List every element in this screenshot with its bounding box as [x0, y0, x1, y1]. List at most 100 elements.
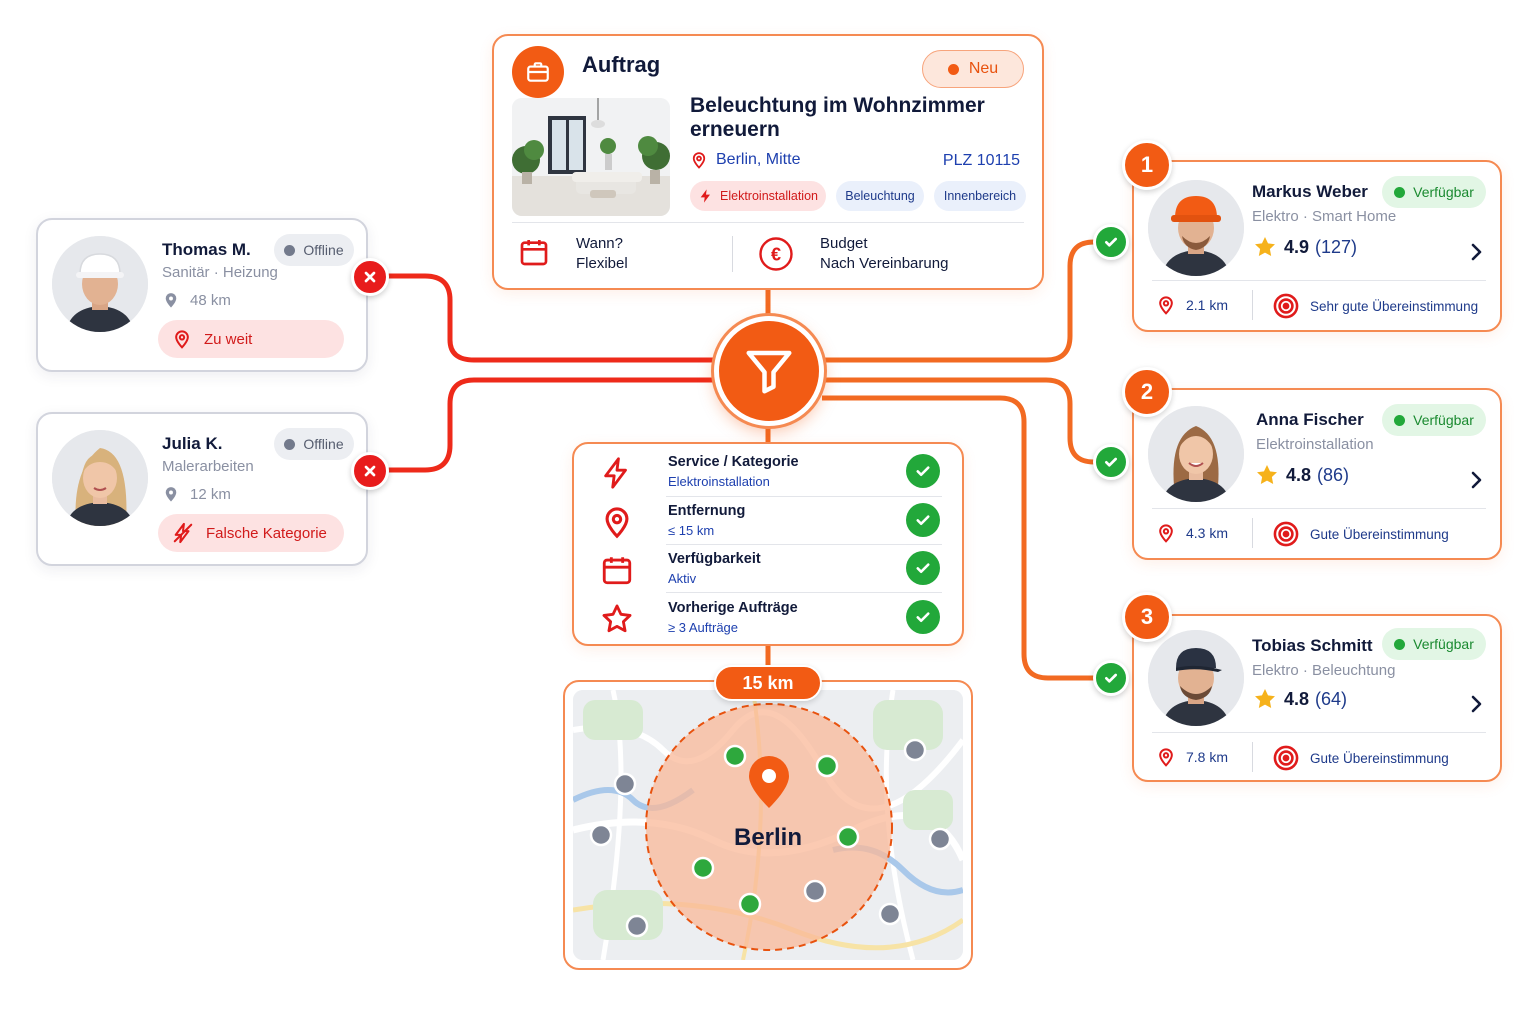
person-name: Anna Fischer [1256, 410, 1364, 429]
reject-line-julia [370, 377, 716, 473]
map-pin-icon [165, 487, 177, 502]
rating: 4.8(86) [1254, 462, 1349, 488]
calendar-icon [602, 557, 632, 585]
map-pin-icon [692, 152, 706, 169]
person-distance: 2.1 km [1156, 294, 1228, 316]
euro-icon: € [759, 237, 793, 271]
reject-reason: Falsche Kategorie [158, 514, 344, 552]
match-card-tobias[interactable]: Tobias Schmitt Elektro · Beleuchtung Ver… [1132, 614, 1502, 782]
budget-label: Budget [820, 235, 868, 252]
criteria-card: Service / Kategorie Elektroinstallation … [572, 442, 964, 646]
person-name: Julia K. [162, 434, 223, 453]
check-icon [1093, 660, 1129, 696]
map-pin-icon [1159, 748, 1173, 767]
funnel-icon[interactable] [714, 316, 824, 426]
tag-beleuchtung: Beleuchtung [836, 181, 924, 211]
reject-reason: Zu weit [158, 320, 344, 358]
tag-elektroinstallation: Elektroinstallation [690, 181, 826, 211]
when-value: Flexibel [576, 255, 628, 272]
radius-map[interactable]: Berlin [563, 680, 973, 970]
target-icon [1273, 745, 1299, 771]
match-card-markus[interactable]: Markus Weber Elektro · Smart Home Verfüg… [1132, 160, 1502, 332]
avatar [1148, 180, 1244, 276]
chevron-right-icon[interactable] [1464, 468, 1488, 492]
reject-line-thomas [370, 273, 716, 363]
match-card-anna[interactable]: Anna Fischer Elektroinstallation Verfügb… [1132, 388, 1502, 560]
calendar-icon [520, 240, 548, 266]
map-city-label: Berlin [733, 824, 802, 851]
check-icon [906, 600, 940, 634]
status-badge: Verfügbar [1382, 404, 1486, 436]
person-trade: Elektro · Smart Home [1252, 208, 1397, 225]
star-icon [1257, 465, 1277, 484]
match-quality: Sehr gute Übereinstimmung [1272, 292, 1478, 320]
svg-text:€: € [771, 245, 781, 265]
check-icon [1093, 224, 1129, 260]
match-line-2 [822, 377, 1110, 465]
avatar [52, 236, 148, 332]
match-quality: Gute Übereinstimmung [1272, 520, 1449, 548]
briefcase-icon [512, 46, 564, 98]
close-icon [351, 258, 389, 296]
check-icon [906, 454, 940, 488]
rating: 4.8(64) [1252, 686, 1347, 712]
map-pin-icon [175, 330, 189, 349]
star-icon [1255, 237, 1275, 256]
person-name: Markus Weber [1252, 182, 1368, 201]
match-quality: Gute Übereinstimmung [1272, 744, 1449, 772]
person-distance: 4.3 km [1156, 522, 1228, 544]
status-badge: Offline [274, 234, 354, 266]
rank-badge: 3 [1122, 592, 1172, 642]
target-icon [1273, 293, 1299, 319]
check-icon [906, 551, 940, 585]
rank-badge: 1 [1122, 140, 1172, 190]
map-pin-icon [605, 507, 629, 539]
status-badge: Verfügbar [1382, 628, 1486, 660]
person-trade: Malerarbeiten [162, 458, 254, 475]
target-icon [1273, 521, 1299, 547]
chevron-right-icon[interactable] [1464, 692, 1488, 716]
divider [512, 222, 1024, 223]
rejected-card-thomas[interactable]: Thomas M. Sanitär · Heizung Offline 48 k… [36, 218, 368, 372]
status-badge: Offline [274, 428, 354, 460]
criterion-distance: Entfernung ≤ 15 km [594, 497, 942, 545]
map-pin-icon [1159, 296, 1173, 315]
avatar [52, 430, 148, 526]
match-line-1 [822, 239, 1110, 363]
close-icon [351, 452, 389, 490]
job-title: Beleuchtung im Wohnzimmer erneuern [690, 94, 985, 141]
match-line-3 [822, 395, 1110, 681]
check-icon [1093, 444, 1129, 480]
lightning-icon [700, 189, 711, 203]
job-plz: PLZ 10115 [942, 152, 1020, 169]
person-trade: Sanitär · Heizung [162, 264, 278, 281]
criterion-availability: Verfügbarkeit Aktiv [594, 545, 942, 593]
star-icon [602, 604, 632, 633]
job-location: Berlin, Mitte [690, 150, 800, 170]
person-distance: 7.8 km [1156, 746, 1228, 768]
map-pin-icon [1159, 524, 1173, 543]
rating: 4.9(127) [1252, 234, 1357, 260]
person-trade: Elektroinstallation [1256, 436, 1374, 453]
chevron-right-icon[interactable] [1464, 240, 1488, 264]
rejected-card-julia[interactable]: Julia K. Malerarbeiten Offline 12 km Fal… [36, 412, 368, 566]
when-label: Wann? [576, 235, 623, 252]
check-icon [906, 503, 940, 537]
avatar [1148, 406, 1244, 502]
map-pin-icon [749, 756, 789, 808]
map-pin-icon [165, 293, 177, 308]
person-name: Tobias Schmitt [1252, 636, 1373, 655]
map-canvas[interactable] [573, 690, 963, 960]
budget-value: Nach Vereinbarung [820, 255, 949, 272]
lightning-icon [604, 457, 627, 489]
no-lightning-icon [173, 522, 193, 544]
tag-innenbereich: Innenbereich [934, 181, 1026, 211]
person-distance: 12 km [162, 484, 231, 504]
status-badge: Neu [922, 50, 1024, 88]
rank-badge: 2 [1122, 367, 1172, 417]
avatar [1148, 630, 1244, 726]
job-card[interactable]: Auftrag Neu Beleuchtung im Wohnzimmer er… [492, 34, 1044, 290]
job-label: Auftrag [582, 52, 661, 77]
person-distance: 48 km [162, 290, 231, 310]
